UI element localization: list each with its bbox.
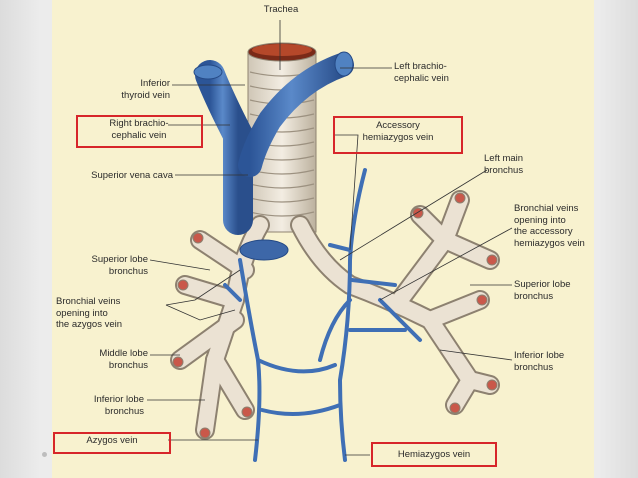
highlight-box-right-brachiocephalic (76, 115, 203, 148)
label-inferior-lobe-bronchus-right: Inferior lobe bronchus (93, 394, 144, 417)
label-left-main-bronchus: Left main bronchus (484, 153, 524, 176)
label-hemiazygos-vein: Hemiazygos vein (397, 449, 471, 460)
label-left-brachiocephalic-vein: Left brachio- cephalic vein (394, 61, 449, 84)
label-middle-lobe-bronchus: Middle lobe bronchus (99, 348, 148, 371)
label-trachea: Trachea (263, 4, 299, 15)
label-bronchial-veins-azygos: Bronchial veins opening into the azygos … (56, 296, 123, 330)
label-bronchial-veins-accessory: Bronchial veins opening into the accesso… (514, 203, 585, 249)
label-right-brachiocephalic-vein: Right brachio- cephalic vein (109, 118, 169, 141)
highlight-box-azygos (53, 432, 171, 454)
veins-illustration (193, 51, 422, 462)
label-superior-lobe-bronchus-left: Superior lobe bronchus (514, 279, 571, 302)
leader-lines (147, 20, 513, 456)
label-superior-lobe-bronchus-right: Superior lobe bronchus (91, 254, 148, 277)
slide-dot (42, 452, 47, 457)
label-azygos-vein: Azygos vein (86, 435, 138, 446)
label-accessory-hemiazygos-vein: Accessory hemiazygos vein (362, 120, 434, 143)
label-inferior-lobe-bronchus-left: Inferior lobe bronchus (514, 350, 565, 373)
highlight-box-accessory-hemiazygos (333, 116, 463, 154)
label-inferior-thyroid-vein: Inferior thyroid vein (121, 78, 170, 101)
bronchial-tree-illustration (170, 190, 500, 440)
label-superior-vena-cava: Superior vena cava (91, 170, 173, 181)
highlight-box-hemiazygos (371, 442, 497, 467)
